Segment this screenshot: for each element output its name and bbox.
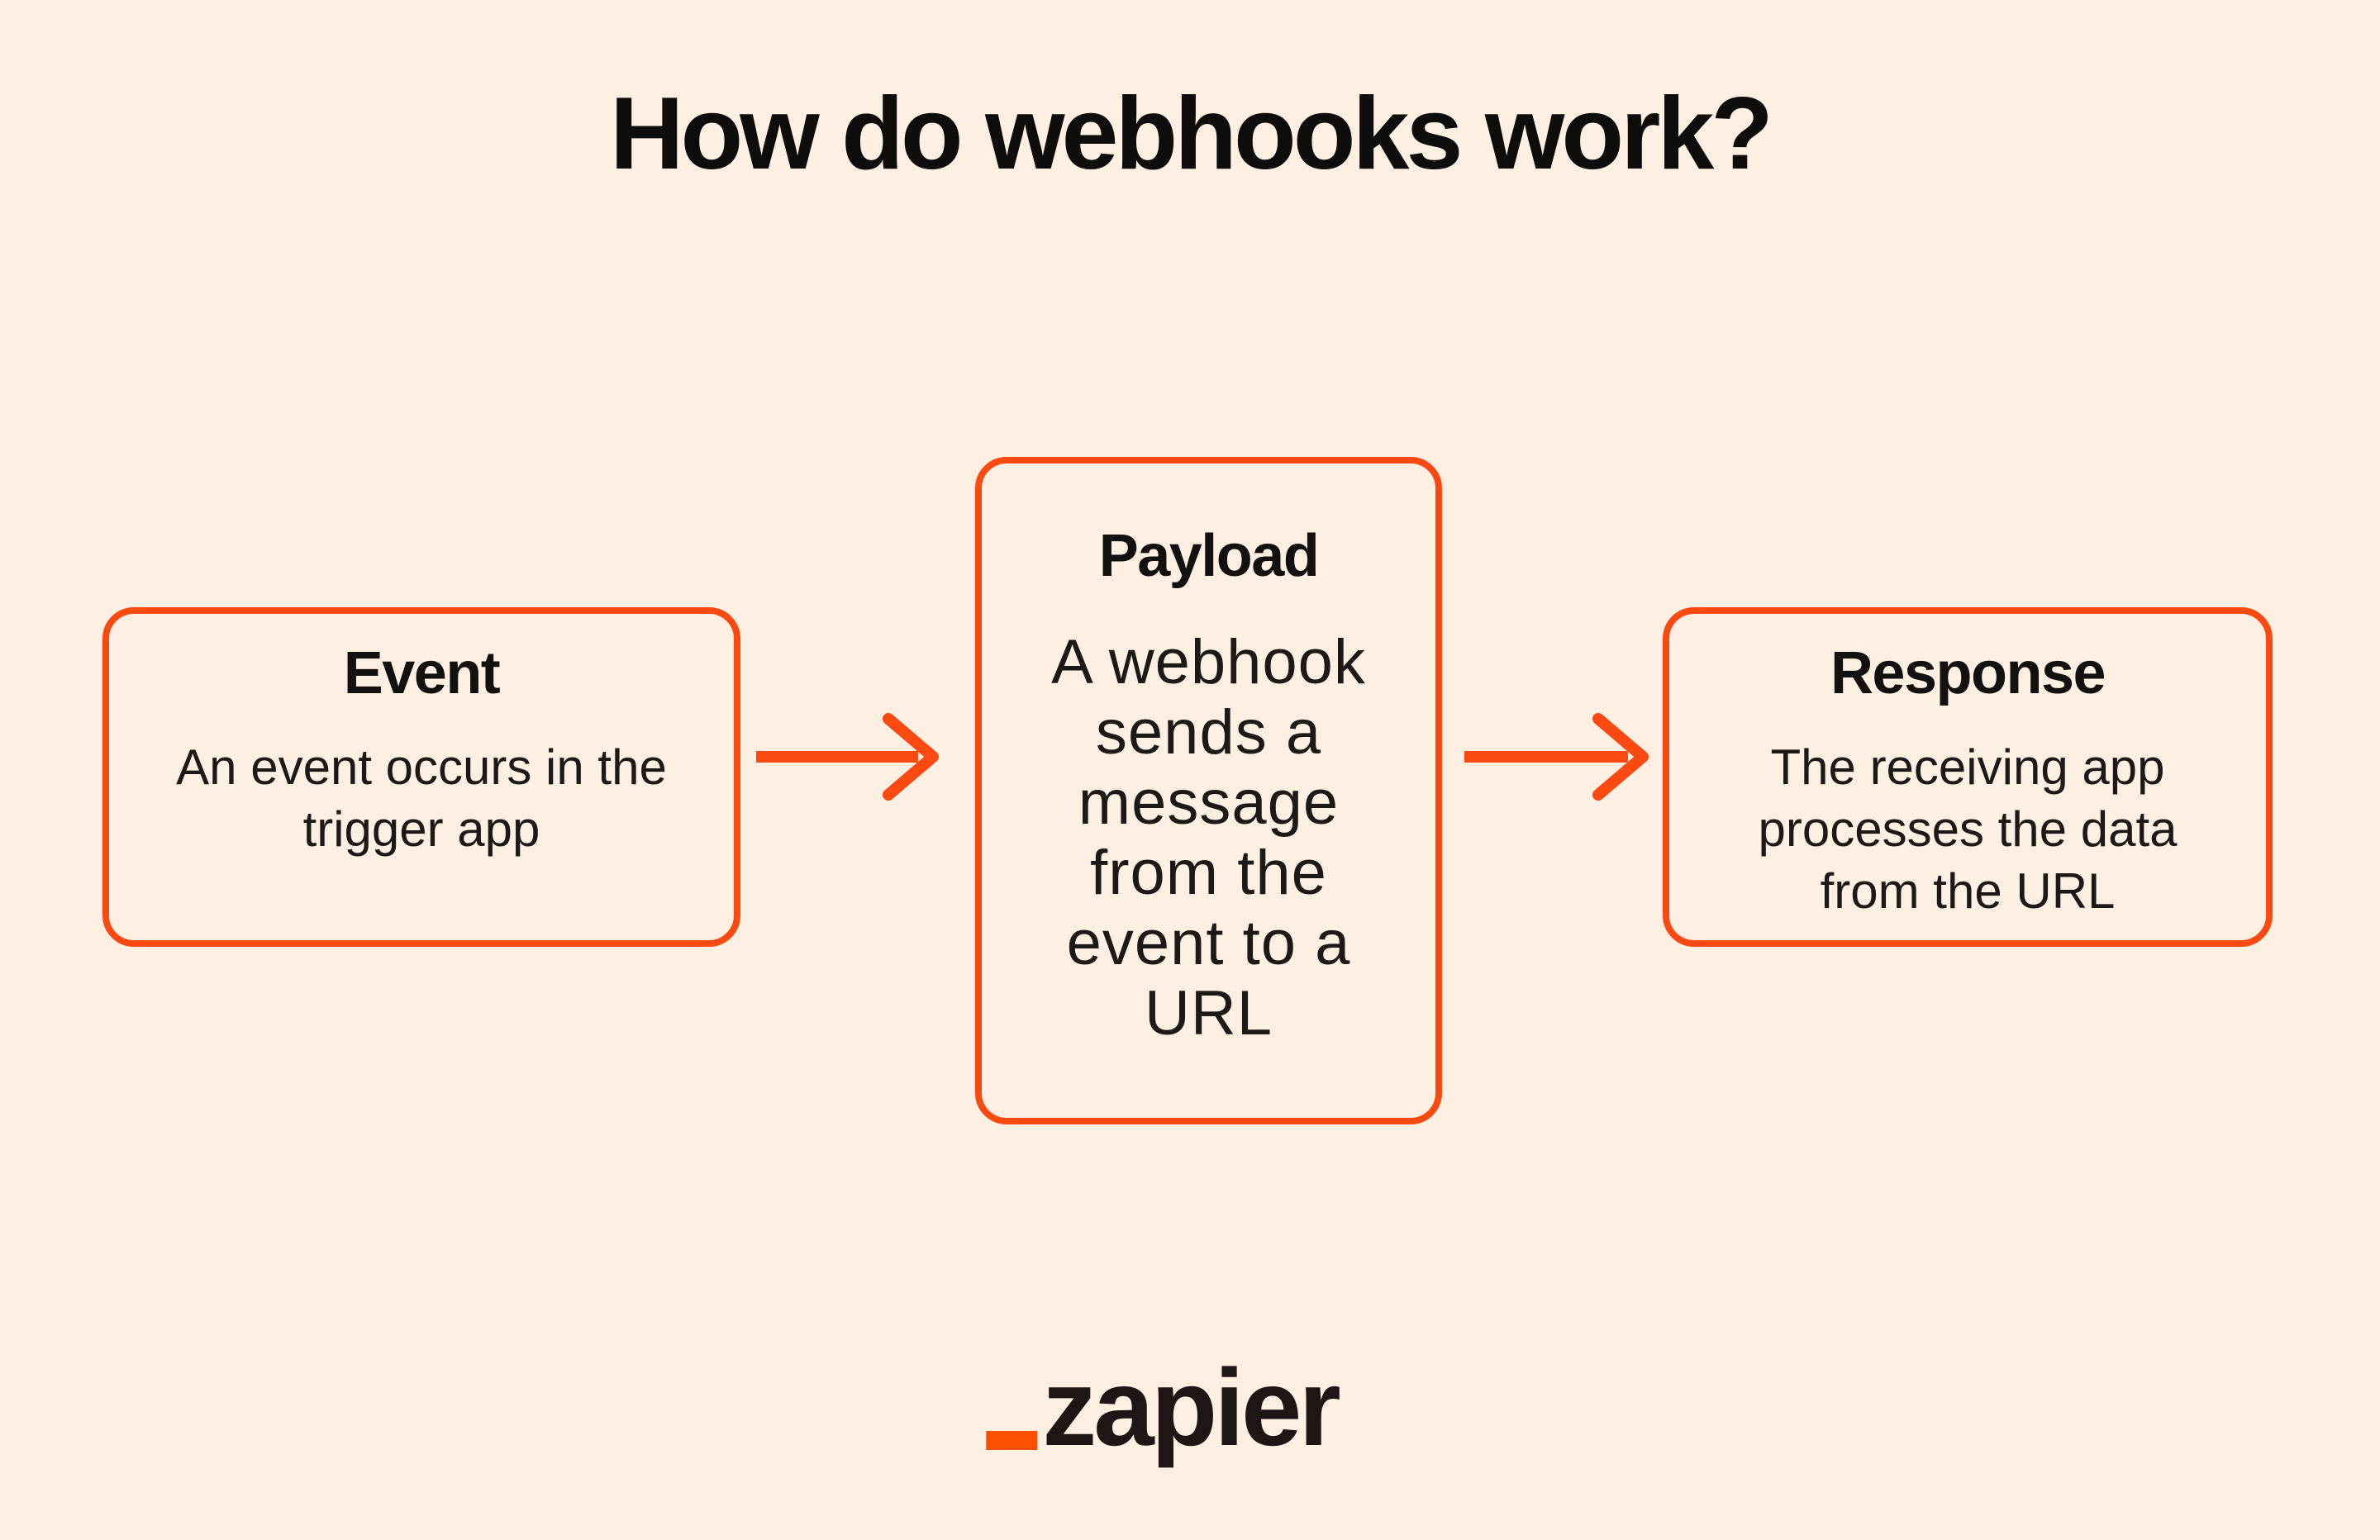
- arrow-right-icon: [756, 713, 939, 801]
- step-box-response: Response The receiving app processes the…: [1663, 607, 2273, 947]
- step-body-response: The receiving app processes the data fro…: [1758, 739, 2178, 919]
- arrow-right-icon: [1464, 713, 1649, 801]
- zapier-logo-text: zapier: [1042, 1347, 1340, 1468]
- step-heading-event: Event: [343, 640, 501, 706]
- step-box-payload: Payload A webhook sends a message from t…: [975, 457, 1442, 1124]
- step-heading-payload: Payload: [1098, 523, 1320, 589]
- zapier-logo: zapier: [986, 1347, 1341, 1468]
- step-heading-response: Response: [1830, 640, 2106, 706]
- zapier-logo-underscore-icon: [986, 1431, 1038, 1450]
- step-body-event: An event occurs in the trigger app: [176, 739, 667, 857]
- step-body-payload: A webhook sends a message from the event…: [1051, 627, 1366, 1048]
- step-box-event: Event An event occurs in the trigger app: [102, 607, 740, 947]
- page-title: How do webhooks work?: [609, 77, 1773, 191]
